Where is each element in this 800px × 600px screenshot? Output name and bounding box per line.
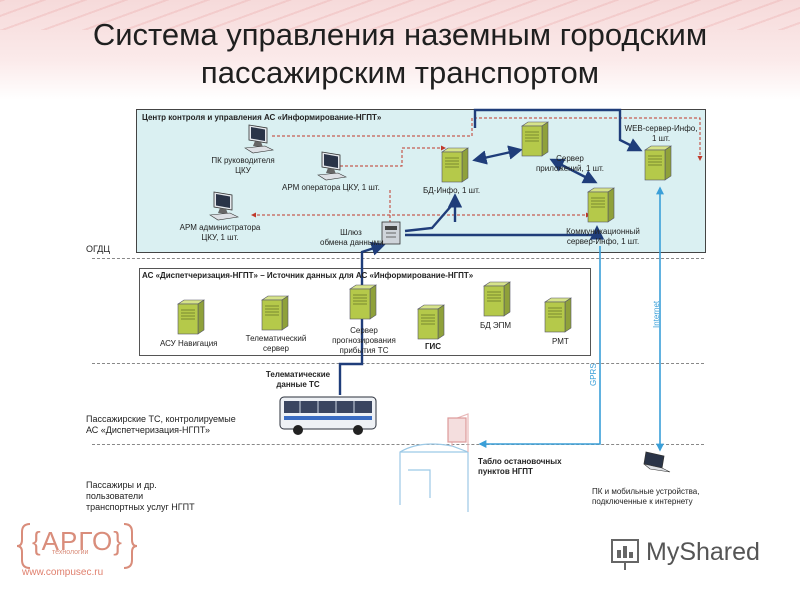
server-icon-bd-epm: [483, 281, 511, 317]
gprs-label: GPRS: [589, 363, 598, 386]
monitor-icon-admin: [209, 191, 239, 221]
ogdc-label: ОГДЦ: [86, 244, 111, 254]
monitor-icon-head: [244, 124, 274, 154]
rmt-label: РМТ: [552, 337, 569, 346]
server-icon-forecast: [349, 284, 377, 320]
bus-icon: [279, 396, 377, 435]
arm-operator-label: АРМ оператора ЦКУ, 1 шт.: [282, 183, 380, 192]
argo-logo-sub: технологии: [52, 549, 89, 556]
header-band: [0, 0, 800, 100]
argo-logo-text: {АРГО}: [32, 526, 123, 556]
server-icon-web: [644, 145, 672, 181]
bd-epm-label: БД ЭПМ: [480, 321, 512, 330]
internet-label: Internet: [652, 300, 661, 328]
argo-logo-icon: [16, 523, 138, 569]
laptop-icon-mobile: [643, 451, 671, 473]
divider-ogdc: [92, 258, 704, 259]
bus-stop-shelter-icon: [399, 413, 469, 512]
server-icon-gis: [417, 304, 445, 340]
web-server-label: WEB-сервер-Инфо,1 шт.: [624, 124, 698, 143]
myshared-logo-icon: [611, 539, 639, 570]
server-icon-comm: [587, 187, 615, 223]
control-center-title: Центр контроля и управления АС «Информир…: [142, 113, 382, 122]
title-line-1: Система управления наземным городским: [92, 17, 708, 52]
page-title: Система управления наземным городским па…: [0, 16, 800, 92]
mobile-devices-label: ПК и мобильные устройства,подключенные к…: [592, 487, 700, 506]
argo-url[interactable]: www.compusec.ru: [22, 567, 104, 578]
header-stripes: [0, 0, 800, 30]
bd-info-label: БД-Инфо, 1 шт.: [423, 186, 481, 195]
divider-vehicles: [92, 363, 704, 364]
title-line-2: пассажирским транспортом: [200, 55, 600, 90]
myshared-watermark: MyShared: [646, 538, 760, 566]
divider-passengers: [92, 444, 704, 445]
asu-nav-label: АСУ Навигация: [160, 339, 218, 348]
server-icon-asu-nav: [177, 299, 205, 335]
server-icon-bd-info: [441, 147, 469, 183]
server-icon-rmt: [544, 297, 572, 333]
server-icon-app: [521, 121, 549, 157]
server-icon-telematic: [261, 295, 289, 331]
gis-label: ГИС: [425, 342, 442, 351]
gateway-icon: [381, 221, 401, 245]
dispatch-title: АС «Диспетчеризация-НГПТ» – Источник дан…: [142, 271, 474, 280]
